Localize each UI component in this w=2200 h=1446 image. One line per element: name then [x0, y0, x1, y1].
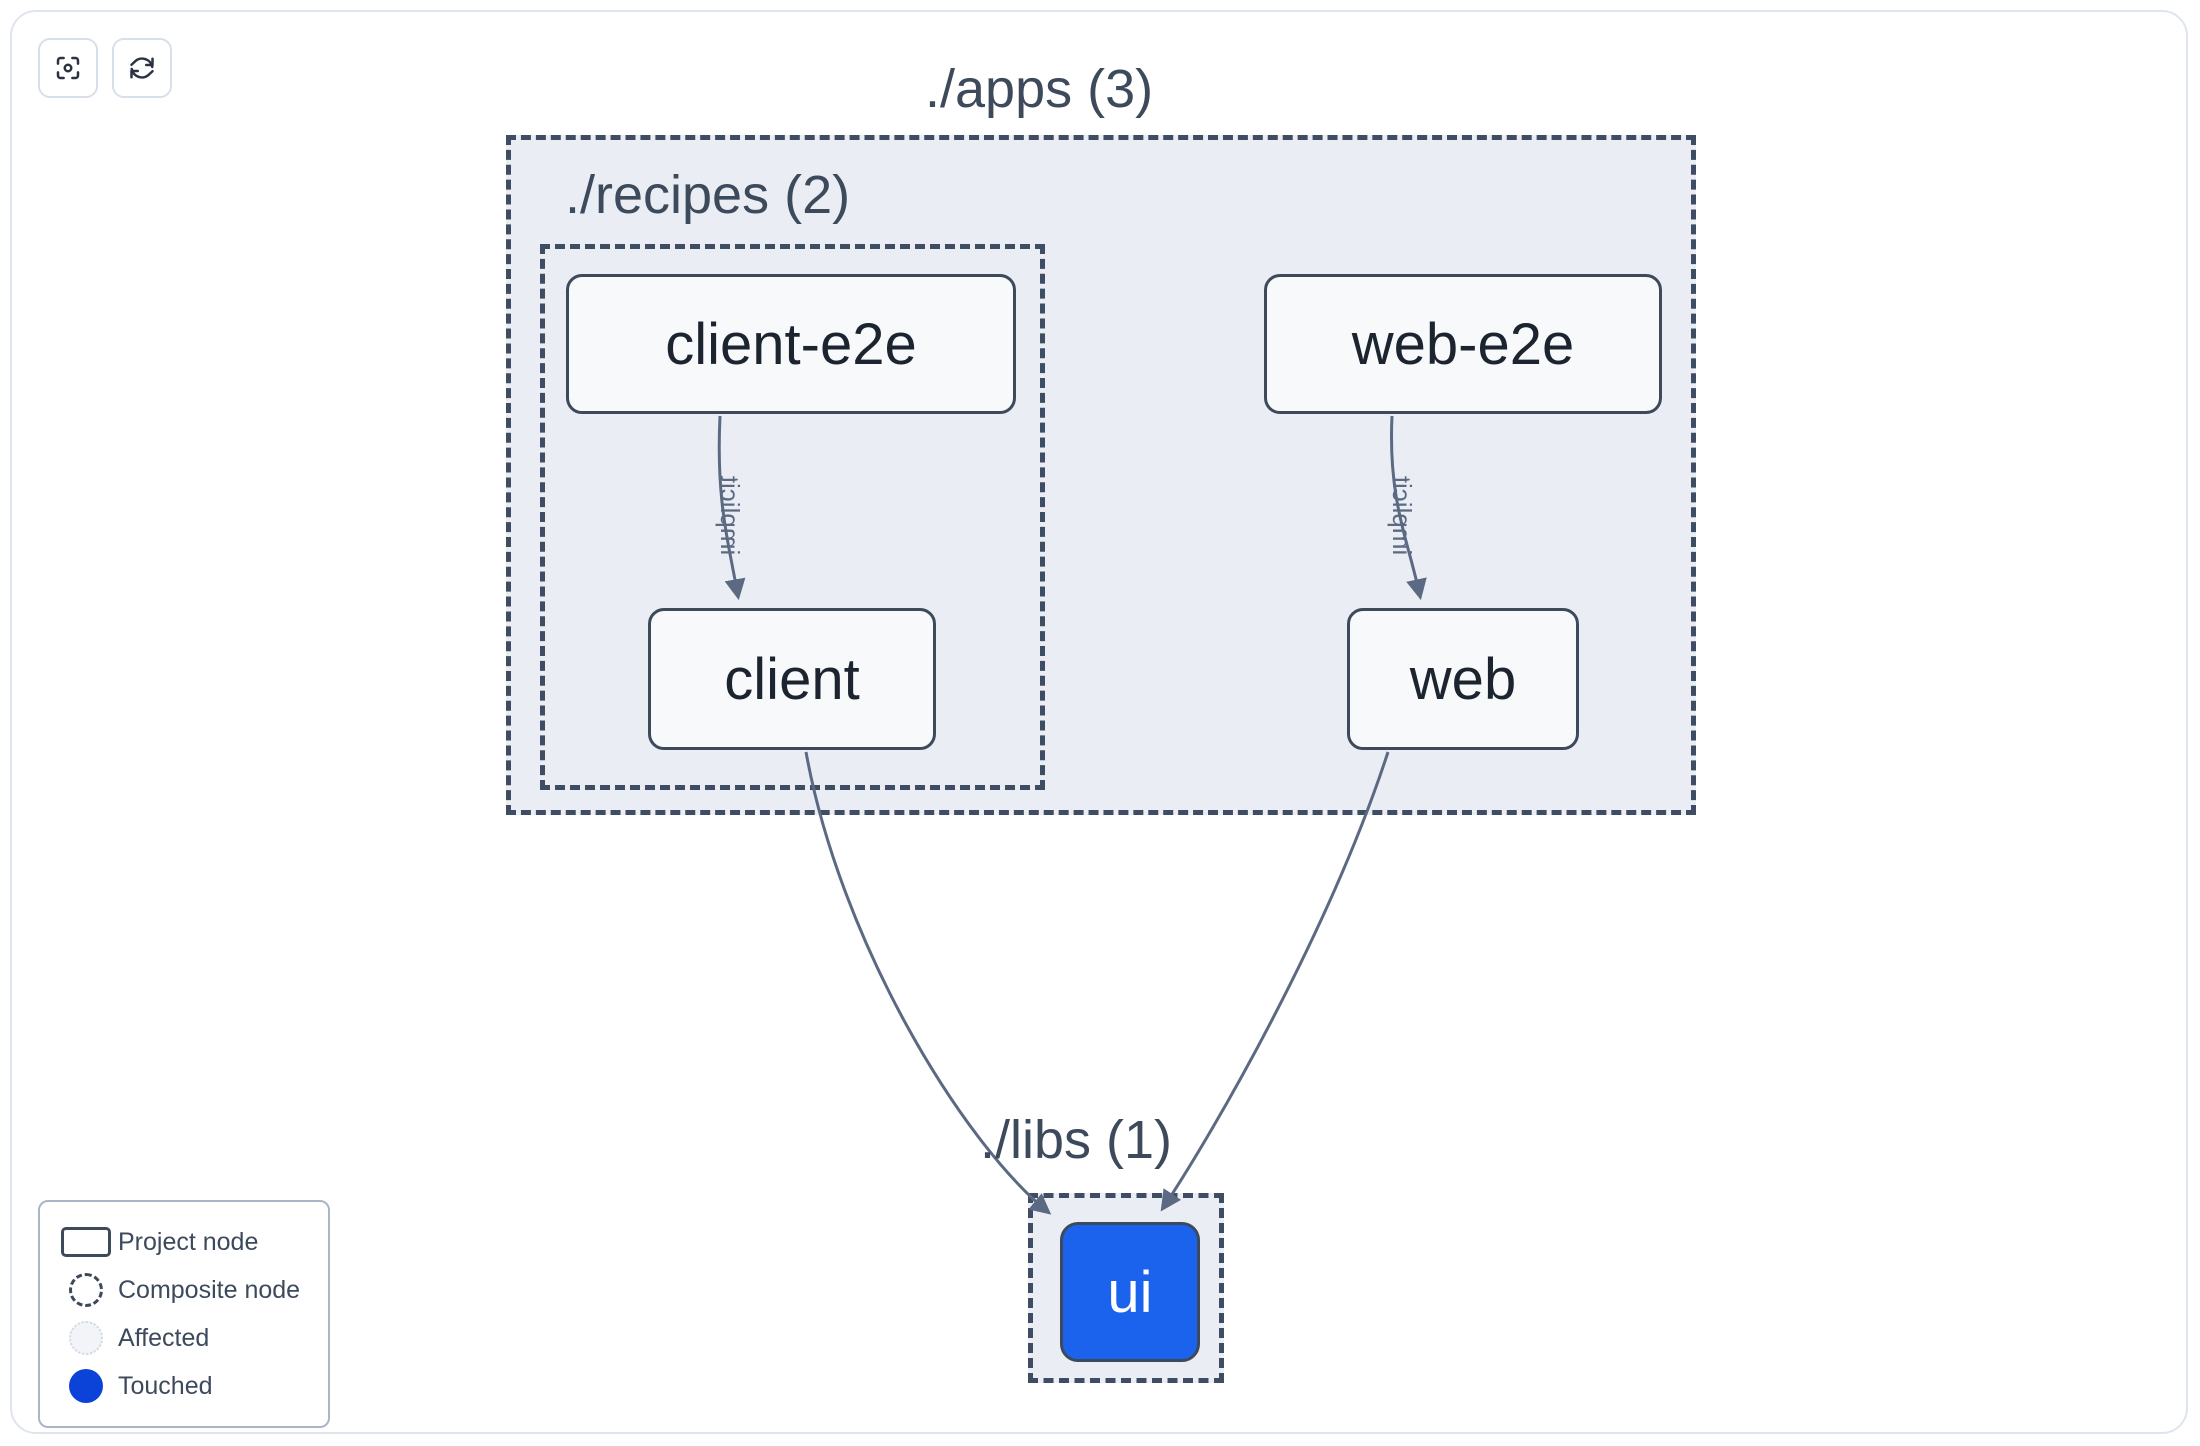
focus-graph-button[interactable] — [38, 38, 98, 98]
legend-item-touched: Touched — [54, 1362, 314, 1410]
legend-item-project-node: Project node — [54, 1218, 314, 1266]
group-apps-label: ./apps (3) — [925, 59, 1154, 119]
node-web-e2e-label: web-e2e — [1351, 311, 1575, 377]
refresh-icon — [127, 53, 157, 83]
node-ui-label: ui — [1107, 1259, 1153, 1325]
group-recipes[interactable] — [540, 244, 1045, 790]
graph-legend: Project node Composite node Affected Tou… — [38, 1200, 330, 1428]
edge-label-client-e2e-to-client: implicit — [715, 475, 746, 556]
node-client-e2e[interactable]: client-e2e — [566, 274, 1016, 414]
edge-label-web-e2e-to-web: implicit — [1387, 475, 1418, 556]
graph-toolbar — [38, 38, 172, 98]
legend-label-touched: Touched — [118, 1371, 213, 1400]
legend-item-composite-node: Composite node — [54, 1266, 314, 1314]
node-web-label: web — [1409, 646, 1517, 712]
legend-item-affected: Affected — [54, 1314, 314, 1362]
composite-node-icon — [54, 1273, 118, 1307]
refresh-graph-button[interactable] — [112, 38, 172, 98]
node-web-e2e[interactable]: web-e2e — [1264, 274, 1662, 414]
node-client[interactable]: client — [648, 608, 936, 750]
legend-label-composite-node: Composite node — [118, 1275, 301, 1304]
focus-icon — [53, 53, 83, 83]
node-client-label: client — [724, 646, 860, 712]
legend-label-affected: Affected — [118, 1323, 210, 1352]
edge-web-to-ui — [1160, 751, 1390, 1212]
legend-label-project-node: Project node — [118, 1227, 259, 1256]
affected-node-icon — [54, 1321, 118, 1355]
group-recipes-label: ./recipes (2) — [565, 165, 851, 225]
touched-node-icon — [54, 1369, 118, 1403]
node-ui[interactable]: ui — [1060, 1222, 1200, 1362]
group-libs-label: ./libs (1) — [980, 1110, 1173, 1170]
node-client-e2e-label: client-e2e — [665, 311, 917, 377]
project-node-icon — [54, 1227, 118, 1257]
node-web[interactable]: web — [1347, 608, 1579, 750]
